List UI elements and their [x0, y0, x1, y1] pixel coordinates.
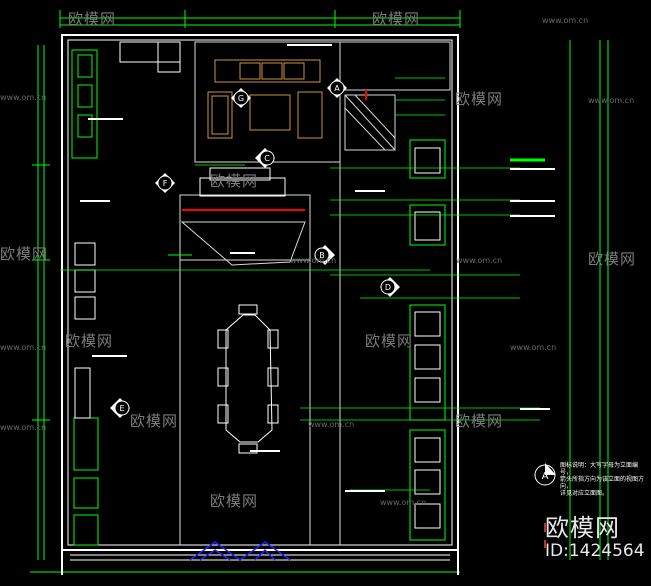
watermark-url: www.om.cn — [380, 498, 427, 507]
watermark-text: 欧模网 — [130, 412, 179, 430]
watermark-text: 欧模网 — [65, 332, 114, 350]
watermark: www.om.cn — [0, 85, 46, 104]
marker-label-g: G — [238, 94, 244, 103]
watermark: 欧模网 — [68, 8, 116, 29]
watermark: 欧模网 — [455, 410, 503, 431]
model-id: ID:1424564 — [545, 541, 645, 561]
elevation-marker-c: C — [255, 148, 275, 168]
marker-label-e: E — [119, 404, 124, 413]
watermark-text: 欧模网 — [365, 332, 414, 350]
watermark: www.om.cn — [308, 412, 354, 431]
watermark: 欧模网 — [0, 243, 48, 264]
watermark: 欧模网 — [65, 330, 113, 351]
marker-label-a: A — [334, 84, 340, 93]
watermark: 欧模网 — [130, 410, 178, 431]
dimension-lines — [30, 10, 609, 573]
watermark-text: 欧模网 — [455, 412, 504, 430]
watermark-url: www.om.cn — [308, 420, 355, 429]
elevation-marker-e: E — [110, 398, 130, 418]
watermark: www.om.cn — [290, 248, 336, 267]
watermark: 欧模网 — [588, 248, 636, 269]
elevation-marker-d: D — [380, 277, 400, 297]
watermark-text: 欧模网 — [210, 172, 259, 190]
watermark-text: 欧模网 — [588, 250, 637, 268]
marker-label-f: F — [163, 179, 168, 188]
furniture — [207, 59, 323, 139]
watermark: www.om.cn — [588, 88, 634, 107]
watermark: 欧模网 — [210, 170, 258, 191]
leader-lines — [60, 77, 545, 491]
watermark: 欧模网 — [365, 330, 413, 351]
watermark: 欧模网 — [455, 88, 503, 109]
brand-logo: 欧模网 — [545, 514, 620, 542]
watermark-url: www.om.cn — [0, 423, 47, 432]
elevation-marker-b: B — [314, 245, 335, 265]
conference-table — [217, 304, 279, 454]
watermark-url: www.om.cn — [510, 343, 557, 352]
elevation-marker-g: G — [231, 88, 251, 108]
cabinets — [71, 49, 446, 546]
legend-marker-a: A — [534, 463, 556, 486]
legend-marker-label: A — [542, 471, 549, 482]
watermark-url: www.om.cn — [542, 16, 589, 25]
watermark-text: 欧模网 — [0, 245, 49, 263]
watermark: www.om.cn — [0, 415, 46, 434]
watermark: 欧模网 — [210, 490, 258, 511]
watermark: www.om.cn — [510, 335, 556, 354]
marker-label-d: D — [385, 283, 391, 292]
annotation-marks — [80, 44, 555, 492]
watermark-url: www.om.cn — [456, 256, 503, 265]
watermark-text: 欧模网 — [455, 90, 504, 108]
watermark-text: 欧模网 — [210, 492, 259, 510]
brand-block: 欧模网 ID:1424564 — [545, 515, 645, 561]
marker-label-b: B — [319, 251, 325, 260]
cabinet-details — [74, 41, 441, 529]
watermark: www.om.cn — [380, 490, 426, 509]
watermark-url: www.om.cn — [0, 343, 47, 352]
watermark: www.om.cn — [542, 8, 588, 27]
watermark: www.om.cn — [456, 248, 502, 267]
accent-lines — [168, 90, 546, 561]
watermark-text: 欧模网 — [68, 10, 117, 28]
watermark-url: www.om.cn — [290, 256, 337, 265]
legend-note: 图标说明：大写字母为立面编号， 箭头所指方向为该立面的视图方向， 详见对应立面图… — [560, 462, 645, 497]
watermark: 欧模网 — [372, 8, 420, 29]
watermark: www.om.cn — [0, 335, 46, 354]
marker-label-c: C — [264, 154, 270, 163]
elevation-marker-f: F — [155, 173, 175, 193]
watermark-text: 欧模网 — [372, 10, 421, 28]
watermark-url: www.om.cn — [588, 96, 635, 105]
watermark-url: www.om.cn — [0, 93, 47, 102]
elevation-marker-a-top: A — [327, 78, 347, 98]
